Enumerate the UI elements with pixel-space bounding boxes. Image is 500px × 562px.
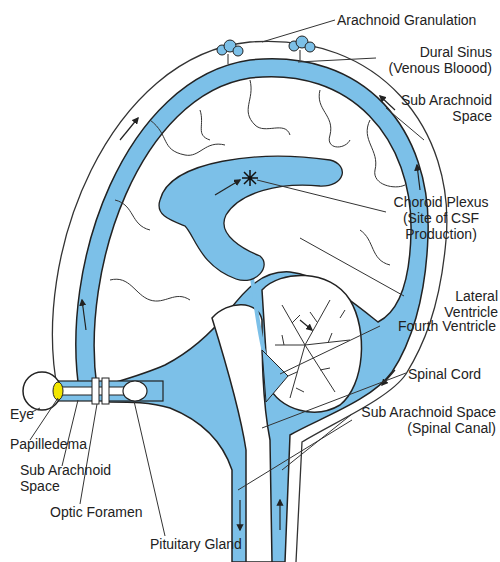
part-label: Eye [10,406,50,422]
part-label: Optic Foramen [50,504,170,520]
part-label: Choroid Plexus (Site of CSF Production) [388,194,494,242]
part-label: Pituitary Gland [150,536,280,552]
flow-arrows [82,96,420,530]
lateral-ventricle [159,156,342,280]
pituitary-gland [123,381,147,401]
part-label: Fourth Ventricle [382,318,496,334]
papilledema-disc [53,382,63,400]
part-label: Sub Arachnoid Space (Spinal Canal) [350,404,496,436]
optic-nerve-sheath [58,381,163,401]
part-label: Papilledema [10,436,110,452]
part-label: Sub Arachnoid Space [20,462,120,494]
part-label: Arachnoid Granulation [337,12,497,28]
gyri-lines [110,80,405,301]
optic-foramen [102,378,109,404]
choroid-plexus-star [242,170,258,186]
cerebellum [262,275,361,412]
skull-outline [52,41,446,562]
fourth-ventricle [262,350,288,402]
part-label: Dural Sinus (Venous Bloood) [378,44,492,76]
arachnoid-granulations [217,36,315,64]
part-label: Lateral Ventricle [406,288,498,320]
part-label: Sub Arachnoid Space [390,92,492,124]
cerebellar-branches [275,300,350,398]
leader-lines [30,20,424,536]
part-label: Spinal Cord [408,366,496,382]
csf-region [76,59,428,562]
optic-foramen [92,378,99,404]
